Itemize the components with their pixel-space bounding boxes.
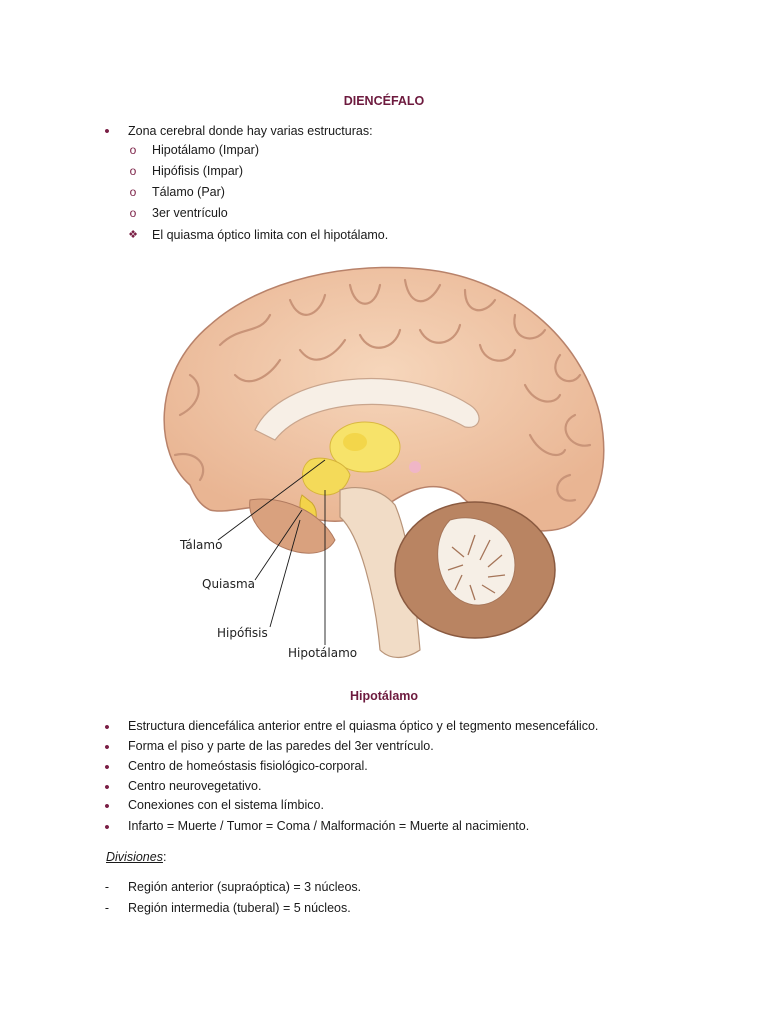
hipotalamo-bullet: Centro neurovegetativo. — [128, 779, 262, 793]
dash-bullet-icon: - — [104, 901, 110, 915]
intro-note: El quiasma óptico limita con el hipotála… — [152, 228, 389, 242]
hipotalamo-bullet: Forma el piso y parte de las paredes del… — [128, 739, 434, 753]
circle-bullet-icon: o — [129, 206, 137, 220]
brain-sagittal-illustration: Tálamo Quiasma Hipófisis Hipotálamo — [163, 266, 605, 660]
intro-item: Hipotálamo (Impar) — [152, 143, 259, 157]
divisiones-heading: Divisiones: — [106, 850, 166, 864]
divisiones-label: Divisiones — [106, 850, 163, 864]
intro-item: 3er ventrículo — [152, 206, 228, 220]
circle-bullet-icon: o — [129, 143, 137, 157]
bullet-icon: • — [104, 779, 110, 796]
label-quiasma: Quiasma — [202, 577, 255, 591]
hipotalamo-bullet: Conexiones con el sistema límbico. — [128, 798, 324, 812]
label-talamo: Tálamo — [179, 538, 222, 552]
intro-item: Hipófisis (Impar) — [152, 164, 243, 178]
bullet-icon: • — [104, 739, 110, 756]
circle-bullet-icon: o — [129, 164, 137, 178]
hipotalamo-bullet: Infarto = Muerte / Tumor = Coma / Malfor… — [128, 819, 530, 833]
division-item: Región intermedia (tuberal) = 5 núcleos. — [128, 901, 351, 915]
bullet-icon: • — [104, 123, 110, 140]
intro-main-text: Zona cerebral donde hay varias estructur… — [128, 124, 373, 138]
bullet-icon: • — [104, 819, 110, 836]
label-hipotalamo: Hipotálamo — [288, 646, 357, 660]
dash-bullet-icon: - — [104, 880, 110, 894]
divisiones-colon: : — [162, 850, 167, 864]
hipotalamo-bullet: Estructura diencefálica anterior entre e… — [128, 719, 599, 733]
bullet-icon: • — [104, 719, 110, 736]
intro-item: Tálamo (Par) — [152, 185, 225, 199]
circle-bullet-icon: o — [129, 185, 137, 199]
division-item: Región anterior (supraóptica) = 3 núcleo… — [128, 880, 362, 894]
bullet-icon: • — [104, 798, 110, 815]
diamond-bullet-icon: ❖ — [128, 229, 138, 241]
hipotalamo-bullet: Centro de homeóstasis fisiológico-corpor… — [128, 759, 368, 773]
bullet-icon: • — [104, 759, 110, 776]
label-hipofisis: Hipófisis — [217, 626, 268, 640]
page-title: DIENCÉFALO — [343, 94, 425, 108]
section-title: Hipotálamo — [349, 689, 419, 703]
